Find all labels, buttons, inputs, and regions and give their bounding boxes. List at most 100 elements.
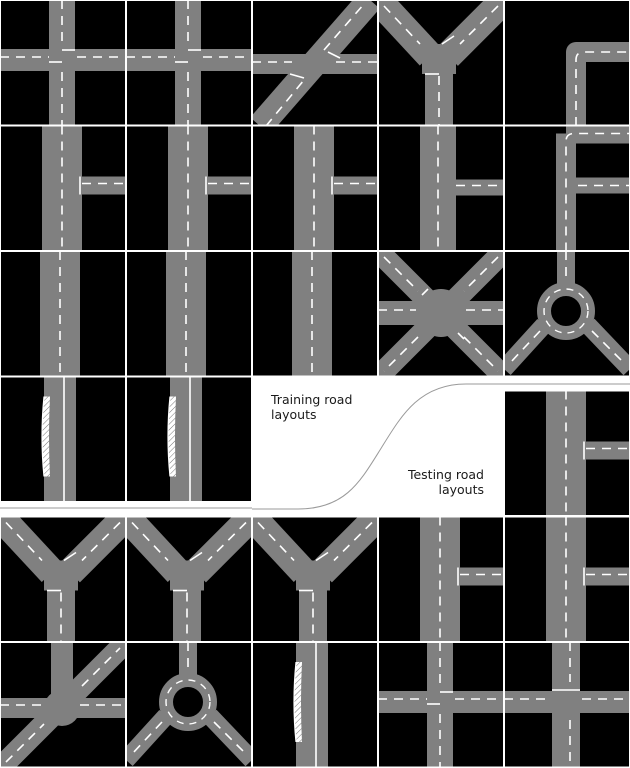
testing-road-tile xyxy=(504,642,630,768)
training-road-tile xyxy=(252,251,378,377)
testing-road-tile xyxy=(378,516,504,642)
tile-border xyxy=(378,0,504,126)
testing-road-tile xyxy=(504,390,630,516)
training-road-tile xyxy=(126,0,252,126)
lane-marking xyxy=(5,521,43,562)
roundabout-lane-marking xyxy=(165,679,211,725)
lane-marking xyxy=(591,330,625,364)
lane-merge-hatch xyxy=(294,662,302,742)
training-road-tile xyxy=(378,0,504,126)
train-test-boundary-curve xyxy=(252,383,630,510)
stop-line xyxy=(289,73,305,79)
lane-marking xyxy=(565,132,630,251)
tile-border xyxy=(0,642,126,768)
lane-marking xyxy=(333,521,373,562)
stop-line xyxy=(421,288,429,296)
lane-marking xyxy=(257,521,295,562)
lane-marking xyxy=(509,330,541,364)
set-separator xyxy=(0,502,252,517)
junction-pad xyxy=(44,560,78,591)
stop-line xyxy=(457,332,465,340)
lane-marking xyxy=(207,521,247,562)
training-road-tile xyxy=(126,251,252,377)
training-road-tile xyxy=(0,0,126,126)
testing-road-tile xyxy=(126,516,252,642)
stop-line xyxy=(315,551,329,562)
lane-edge xyxy=(293,661,297,743)
tile-border xyxy=(126,516,252,642)
lane-marking xyxy=(383,256,419,292)
training-road-tile xyxy=(0,251,126,377)
tile-border xyxy=(378,251,504,377)
training-caption-line-2: layouts xyxy=(271,407,317,422)
tile-border xyxy=(252,0,378,126)
training-road-tile xyxy=(0,376,126,502)
tile-border xyxy=(252,516,378,642)
lane-marking xyxy=(81,647,121,687)
testing-road-tile xyxy=(378,642,504,768)
lane-marking xyxy=(383,336,419,372)
lane-merge-hatch xyxy=(42,396,50,477)
training-road-tile xyxy=(252,125,378,251)
junction-pad xyxy=(44,690,80,726)
stop-line xyxy=(327,51,341,59)
tile-border xyxy=(0,376,126,502)
lane-marking xyxy=(463,256,499,292)
lane-marking xyxy=(323,3,365,51)
tile-border xyxy=(252,125,378,251)
junction-pad xyxy=(170,560,204,591)
training-road-tile xyxy=(378,125,504,251)
lane-marking xyxy=(131,521,169,562)
testing-road-tile xyxy=(504,516,630,642)
tile-border xyxy=(126,642,252,768)
lane-marking xyxy=(463,336,499,372)
lane-merge-hatch xyxy=(168,396,176,477)
tile-border xyxy=(252,251,378,377)
junction-pad xyxy=(417,289,465,337)
training-road-tile xyxy=(252,0,378,126)
testing-road-tile xyxy=(0,516,126,642)
stop-line xyxy=(63,551,77,562)
testing-road-tile xyxy=(252,642,378,768)
tile-border xyxy=(252,642,378,768)
tile-border xyxy=(378,125,504,251)
stop-line xyxy=(189,551,203,562)
lane-marking xyxy=(459,5,499,45)
tile-border xyxy=(0,0,126,126)
roundabout-lane-marking xyxy=(543,288,589,334)
tile-border xyxy=(126,376,252,502)
junction-pad xyxy=(296,560,330,591)
lane-marking xyxy=(213,721,247,755)
tile-border xyxy=(0,125,126,251)
lane-edge xyxy=(41,396,45,477)
training-road-tile xyxy=(126,125,252,251)
training-road-tile xyxy=(378,251,504,377)
lane-marking xyxy=(575,51,630,126)
training-road-tile xyxy=(126,376,252,502)
lane-edge xyxy=(167,396,171,477)
testing-caption-line-2: layouts xyxy=(438,482,484,497)
road-segment xyxy=(252,0,378,126)
tile-border xyxy=(126,125,252,251)
training-road-tile xyxy=(504,251,630,377)
testing-road-tile xyxy=(252,516,378,642)
testing-road-tile xyxy=(0,642,126,768)
training-caption-line-1: Training road xyxy=(271,392,353,407)
tile-border xyxy=(126,251,252,377)
tile-border xyxy=(378,642,504,768)
lane-marking xyxy=(5,723,45,763)
lane-marking xyxy=(383,5,421,45)
stop-line xyxy=(441,35,455,45)
training-road-tile xyxy=(0,125,126,251)
tile-border xyxy=(0,516,126,642)
tile-border xyxy=(378,516,504,642)
junction-pad xyxy=(422,44,456,74)
lane-marking xyxy=(265,79,305,126)
testing-road-tile xyxy=(126,642,252,768)
testing-caption-line-1: Testing road xyxy=(407,467,484,482)
training-road-tile xyxy=(504,0,630,126)
